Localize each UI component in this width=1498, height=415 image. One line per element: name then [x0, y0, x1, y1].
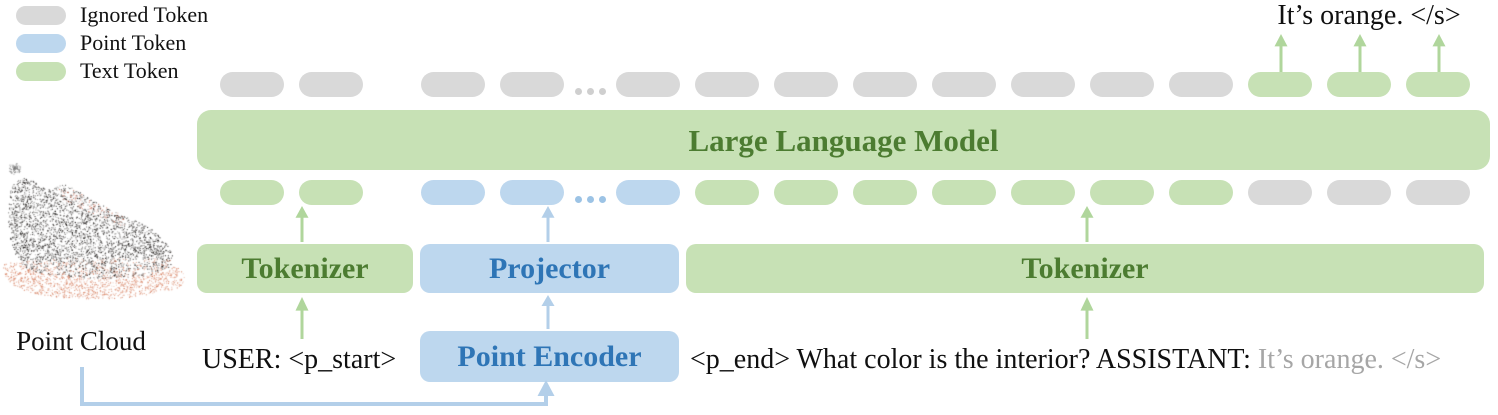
text-token — [1327, 72, 1391, 97]
output-arrow — [1353, 34, 1367, 72]
question-text: <p_end> What color is the interior? ASSI… — [690, 344, 1258, 375]
ellipsis-dots — [574, 180, 606, 205]
projector-label: Projector — [488, 251, 611, 285]
ignored-token — [1327, 180, 1391, 205]
text-token — [1011, 180, 1075, 205]
text-to-tokenizer-right-arrow — [1080, 297, 1094, 339]
text-token — [1169, 180, 1233, 205]
tokenizer-right-label: Tokenizer — [1021, 251, 1149, 285]
assistant-answer-muted: It’s orange. </s> — [1257, 344, 1442, 375]
tokenizer-left-up-arrow — [295, 206, 309, 242]
ignored-token — [1169, 72, 1233, 97]
token-row-gap — [378, 72, 406, 97]
dot — [586, 88, 594, 95]
legend-item-ignored: Ignored Token — [16, 4, 208, 26]
ignored-token — [299, 72, 363, 97]
legend-label: Point Token — [80, 30, 187, 55]
ignored-token — [932, 72, 996, 97]
projector-up-arrow — [541, 206, 555, 242]
encoder-to-projector-arrow — [541, 295, 555, 329]
point-cloud-image — [0, 160, 190, 312]
text-token-swatch — [16, 61, 66, 81]
ignored-token — [220, 72, 284, 97]
point-encoder-box: Point Encoder — [420, 331, 679, 382]
point-token-swatch — [16, 33, 66, 53]
token-row-gap — [378, 180, 406, 205]
llm-label: Large Language Model — [688, 122, 999, 158]
text-token — [1248, 72, 1312, 97]
text-token — [695, 180, 759, 205]
llm-output-token-row — [220, 72, 1470, 97]
text-to-tokenizer-left-arrow — [295, 297, 309, 339]
ignored-token — [500, 72, 564, 97]
point-token — [421, 180, 485, 205]
dot — [598, 196, 606, 203]
dot — [574, 196, 582, 203]
large-language-model-box: Large Language Model — [197, 110, 1490, 170]
ignored-token — [616, 72, 680, 97]
point-token — [616, 180, 680, 205]
ignored-token — [1011, 72, 1075, 97]
ignored-token-swatch — [16, 5, 66, 25]
legend-item-point: Point Token — [16, 32, 186, 54]
ignored-token — [1248, 180, 1312, 205]
tokenizer-left-box: Tokenizer — [197, 244, 413, 293]
output-arrow — [1274, 34, 1288, 72]
ignored-token — [1406, 180, 1470, 205]
text-token — [1406, 72, 1470, 97]
text-token — [853, 180, 917, 205]
point-cloud-connector-arrow — [80, 367, 555, 406]
point-cloud-caption: Point Cloud — [16, 326, 146, 356]
legend-label: Text Token — [80, 58, 179, 83]
dot — [586, 196, 594, 203]
user-prompt-suffix: <p_end> What color is the interior? ASSI… — [690, 344, 1442, 376]
text-token — [932, 180, 996, 205]
text-token — [1090, 180, 1154, 205]
legend-label: Ignored Token — [80, 2, 209, 27]
point-token — [500, 180, 564, 205]
projector-box: Projector — [420, 244, 679, 293]
point-encoder-label: Point Encoder — [457, 339, 642, 373]
ignored-token — [695, 72, 759, 97]
text-token — [774, 180, 838, 205]
tokenizer-right-up-arrow — [1080, 206, 1094, 242]
output-arrow — [1432, 34, 1446, 72]
ignored-token — [853, 72, 917, 97]
ignored-token — [1090, 72, 1154, 97]
dot — [574, 88, 582, 95]
dot — [598, 88, 606, 95]
ignored-token — [774, 72, 838, 97]
ignored-token — [421, 72, 485, 97]
ellipsis-dots — [574, 72, 606, 97]
legend-item-text: Text Token — [16, 60, 179, 82]
text-token — [299, 180, 363, 205]
user-prompt-prefix: USER: <p_start> — [202, 344, 397, 375]
generated-output-text: It’s orange. </s> — [1277, 0, 1461, 31]
text-token — [220, 180, 284, 205]
tokenizer-left-label: Tokenizer — [241, 251, 369, 285]
llm-input-token-row — [220, 180, 1470, 205]
tokenizer-right-box: Tokenizer — [686, 244, 1484, 293]
